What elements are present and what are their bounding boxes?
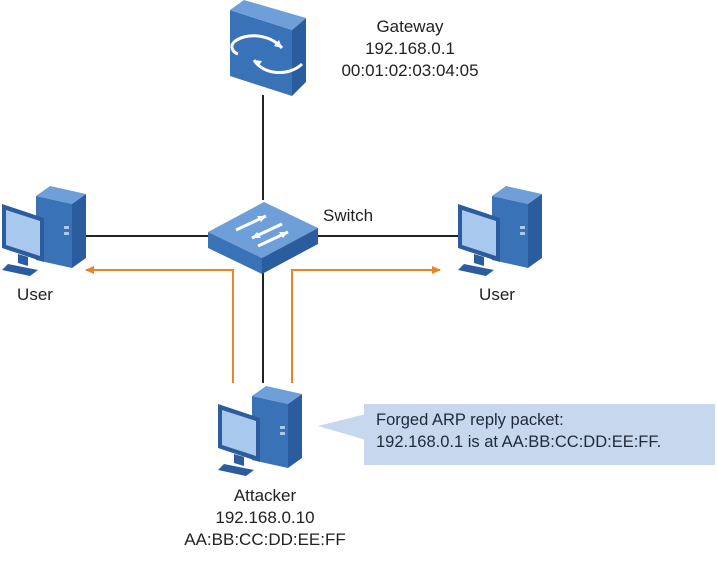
arrow-to-user-right <box>291 266 441 383</box>
arp-spoof-arrows <box>85 266 441 383</box>
computer-icon <box>2 186 86 276</box>
computer-icon <box>458 186 542 276</box>
attacker-mac: AA:BB:CC:DD:EE:FF <box>184 530 346 549</box>
user-right-label: User <box>479 285 515 304</box>
arrow-to-user-left <box>85 266 234 383</box>
callout-line-2: 192.168.0.1 is at AA:BB:CC:DD:EE:FF. <box>376 433 662 451</box>
attacker-ip: 192.168.0.10 <box>215 508 315 527</box>
callout-text: Forged ARP reply packet: 192.168.0.1 is … <box>376 409 661 453</box>
gateway-mac: 00:01:02:03:04:05 <box>341 61 479 80</box>
connection-lines <box>80 95 460 383</box>
switch-icon <box>208 202 318 274</box>
attacker-name: Attacker <box>233 486 297 505</box>
router-icon <box>230 0 306 96</box>
callout-line-1: Forged ARP reply packet: <box>376 411 564 429</box>
callout-bubble <box>318 404 715 465</box>
gateway-name: Gateway <box>376 17 444 36</box>
switch-label: Switch <box>323 206 374 225</box>
user-left-label: User <box>17 285 53 304</box>
gateway-ip: 192.168.0.1 <box>365 39 455 58</box>
computer-icon <box>218 386 302 476</box>
gateway-label: Gateway 192.168.0.1 00:01:02:03:04:05 <box>330 16 490 82</box>
attacker-label: Attacker 192.168.0.10 AA:BB:CC:DD:EE:FF <box>165 485 365 551</box>
